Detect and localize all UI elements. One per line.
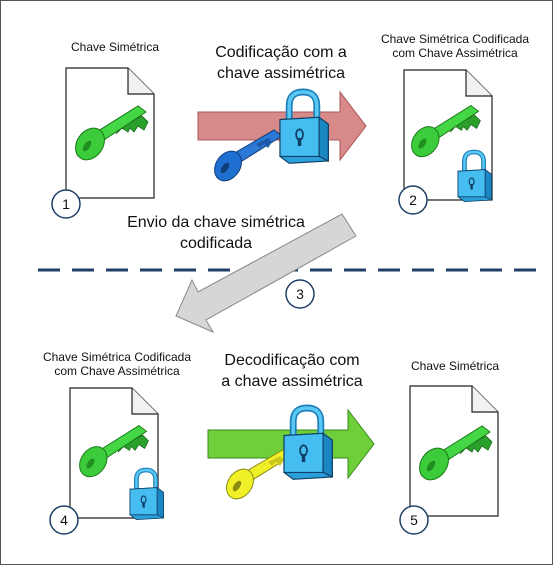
step4-caption-line2: com Chave Assimétrica <box>54 364 180 378</box>
step5-caption: Chave Simétrica <box>410 359 500 373</box>
transfer-arrow <box>175 213 357 334</box>
svg-text:3: 3 <box>296 286 304 302</box>
transfer-label-line1: Envio da chave simétrica <box>127 214 305 231</box>
key-icon <box>226 447 295 500</box>
key-icon <box>214 129 283 182</box>
step-badge-3: 3 <box>285 279 315 309</box>
svg-text:4: 4 <box>60 512 68 528</box>
step-badge-4: 4 <box>49 505 79 535</box>
step4-caption-line1: Chave Simétrica Codificada <box>42 350 192 364</box>
step-badge-5: 5 <box>399 505 429 535</box>
transfer-label-line2: codificada <box>179 235 253 252</box>
step1-caption: Chave Simétrica <box>70 40 160 54</box>
padlock-icon <box>280 92 328 163</box>
encode-label-line1: Codificação com a <box>215 44 347 61</box>
decode-label-line1: Decodificação com <box>224 352 360 369</box>
step2-caption-line1: Chave Simétrica Codificada <box>380 32 530 46</box>
step-badge-2: 2 <box>398 185 428 215</box>
step2-caption: Chave Simétrica Codificada com Chave Ass… <box>360 32 550 60</box>
svg-text:2: 2 <box>409 192 417 208</box>
step4-caption: Chave Simétrica Codificada com Chave Ass… <box>22 350 212 378</box>
step2-caption-line2: com Chave Assimétrica <box>392 46 518 60</box>
decode-label-line2: a chave assimétrica <box>221 373 363 390</box>
encode-label-line2: chave assimétrica <box>216 65 346 82</box>
encode-label: Codificação com a chave assimétrica <box>196 42 366 84</box>
svg-text:1: 1 <box>62 196 70 212</box>
padlock-icon <box>284 408 332 479</box>
step-badge-1: 1 <box>51 189 81 219</box>
transfer-label: Envio da chave simétrica codificada <box>116 212 316 254</box>
decode-label: Decodificação com a chave assimétrica <box>204 350 380 392</box>
svg-text:5: 5 <box>410 512 418 528</box>
